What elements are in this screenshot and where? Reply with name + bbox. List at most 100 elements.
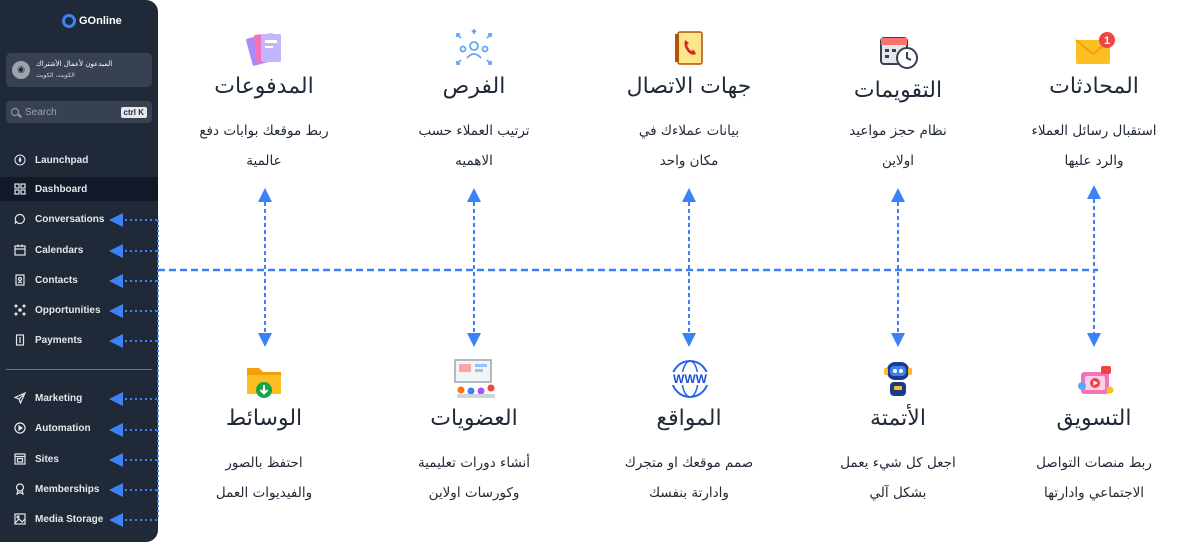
search-placeholder: Search	[25, 106, 57, 118]
sidebar-item-label: Opportunities	[35, 304, 101, 316]
app-logo[interactable]: GOnline	[62, 14, 122, 28]
feature-description: وكورسات اولاين	[428, 485, 520, 501]
sidebar-item-label: Marketing	[35, 392, 83, 404]
sidebar-item-automation[interactable]: Automation	[0, 416, 158, 440]
feature-description: نظام حجز مواعيد	[849, 123, 947, 139]
payment-cards-icon	[243, 28, 285, 70]
feature-description: الاهميه	[455, 153, 493, 169]
feature-description: والفيديوات العمل	[215, 485, 313, 501]
sidebar-item-payments[interactable]: Payments	[0, 328, 158, 352]
sidebar-item-label: Conversations	[35, 213, 105, 225]
feature-title: الفرص	[442, 74, 506, 99]
feature-automation: الأتمتة اجعل كل شيء يعمل بشكل آلي	[798, 350, 998, 540]
account-name: المبدعون لأعمال الأشتراك	[36, 60, 113, 68]
feature-calendars: التقويمات نظام حجز مواعيد اولاين	[798, 0, 998, 200]
www-label: WWW	[673, 372, 708, 386]
presentation-icon	[451, 356, 497, 400]
feature-description: اجعل كل شيء يعمل	[840, 455, 956, 471]
sidebar-item-launchpad[interactable]: Launchpad	[0, 148, 158, 172]
feature-title: جهات الاتصال	[626, 74, 752, 99]
feature-opportunities: الفرص ترتيب العملاء حسب الاهميه	[374, 0, 574, 200]
robot-icon	[877, 358, 919, 400]
folder-download-icon	[243, 360, 285, 402]
feature-description: اولاين	[881, 153, 914, 169]
feature-title: المحادثات	[1049, 74, 1139, 99]
feature-description: الاجتماعي وادارتها	[1043, 485, 1145, 501]
sidebar-item-opportunities[interactable]: Opportunities	[0, 298, 158, 322]
account-location: الكويت، الكويت	[36, 72, 75, 79]
feature-title: التقويمات	[853, 78, 943, 103]
receipt-icon	[14, 334, 26, 346]
sidebar-item-label: Sites	[35, 453, 59, 465]
feature-conversations: 1 المحادثات استقبال رسائل العملاء والرد …	[994, 0, 1194, 200]
chat-icon	[14, 213, 26, 225]
www-globe-icon: WWW	[668, 358, 710, 400]
feature-sites: WWW المواقع صمم موقعك او متجرك وادارتة ب…	[589, 350, 789, 540]
search-icon	[11, 108, 19, 116]
sidebar-item-sites[interactable]: Sites	[0, 447, 158, 471]
sidebar-item-conversations[interactable]: Conversations	[0, 207, 158, 231]
feature-description: احتفظ بالصور	[225, 455, 303, 471]
feature-description: ترتيب العملاء حسب	[418, 123, 530, 139]
logo-text: GOnline	[79, 15, 122, 27]
feature-description: ربط منصات التواصل	[1036, 455, 1152, 471]
calendar-clock-icon	[877, 30, 919, 72]
feature-description: والرد عليها	[1064, 153, 1124, 169]
feature-marketing: التسويق ربط منصات التواصل الاجتماعي وادا…	[994, 350, 1194, 540]
envelope-notification-icon: 1	[1073, 30, 1115, 72]
feature-contacts: جهات الاتصال بيانات عملاءك في مكان واحد	[589, 0, 789, 200]
sidebar-item-label: Automation	[35, 422, 91, 434]
sidebar-item-dashboard[interactable]: Dashboard	[0, 177, 158, 201]
contact-book-icon	[14, 274, 26, 286]
feature-description: ربط موقعك بوابات دفع	[199, 123, 329, 139]
feature-title: المواقع	[656, 406, 722, 431]
sidebar-item-media-storage[interactable]: Media Storage	[0, 507, 158, 531]
feature-payments: المدفوعات ربط موقعك بوابات دفع عالمية	[164, 0, 364, 200]
account-switcher[interactable]: ◉ المبدعون لأعمال الأشتراك الكويت، الكوي…	[6, 53, 152, 87]
feature-description: بيانات عملاءك في	[638, 123, 740, 139]
image-icon	[14, 513, 26, 525]
feature-title: العضويات	[430, 406, 518, 431]
feature-description: بشكل آلي	[869, 485, 927, 501]
account-avatar-icon: ◉	[12, 61, 30, 79]
sidebar-item-contacts[interactable]: Contacts	[0, 268, 158, 292]
sidebar-item-label: Media Storage	[35, 513, 104, 525]
search-shortcut-badge: ctrl K	[120, 106, 147, 118]
feature-description: صمم موقعك او متجرك	[624, 455, 754, 471]
browser-icon	[14, 453, 26, 465]
people-arrows-icon	[453, 28, 495, 70]
sidebar-item-label: Dashboard	[35, 183, 88, 195]
sidebar-item-label: Contacts	[35, 274, 78, 286]
sidebar-item-memberships[interactable]: Memberships	[0, 477, 158, 501]
feature-media: الوسائط احتفظ بالصور والفيديوات العمل	[164, 350, 364, 540]
sidebar-item-calendars[interactable]: Calendars	[0, 238, 158, 262]
rocket-icon	[14, 154, 26, 166]
feature-title: الوسائط	[225, 406, 303, 431]
grid-icon	[14, 183, 26, 195]
award-icon	[14, 483, 26, 495]
network-icon	[14, 304, 26, 316]
feature-title: التسويق	[1056, 406, 1132, 431]
sidebar-item-label: Payments	[35, 334, 83, 346]
feature-title: الأتمتة	[870, 406, 926, 431]
search-input[interactable]: Search ctrl K	[6, 101, 152, 123]
feature-description: وادارتة بنفسك	[649, 485, 729, 501]
sidebar-item-label: Memberships	[35, 483, 100, 495]
phone-book-icon	[668, 28, 710, 70]
feature-title: المدفوعات	[214, 74, 314, 99]
feature-memberships: العضويات أنشاء دورات تعليمية وكورسات اول…	[374, 350, 574, 540]
notification-badge: 1	[1104, 35, 1110, 47]
sidebar-item-marketing[interactable]: Marketing	[0, 386, 158, 410]
send-icon	[14, 392, 26, 404]
logo-mark-icon	[62, 14, 76, 28]
social-media-icon	[1073, 360, 1115, 402]
calendar-icon	[14, 244, 26, 256]
automation-icon	[14, 422, 26, 434]
feature-description: مكان واحد	[659, 153, 719, 169]
sidebar: GOnline ◉ المبدعون لأعمال الأشتراك الكوي…	[0, 0, 158, 542]
sidebar-item-label: Launchpad	[35, 154, 89, 166]
feature-description: أنشاء دورات تعليمية	[417, 455, 531, 471]
feature-description: عالمية	[246, 153, 282, 169]
feature-description: استقبال رسائل العملاء	[1031, 123, 1157, 139]
